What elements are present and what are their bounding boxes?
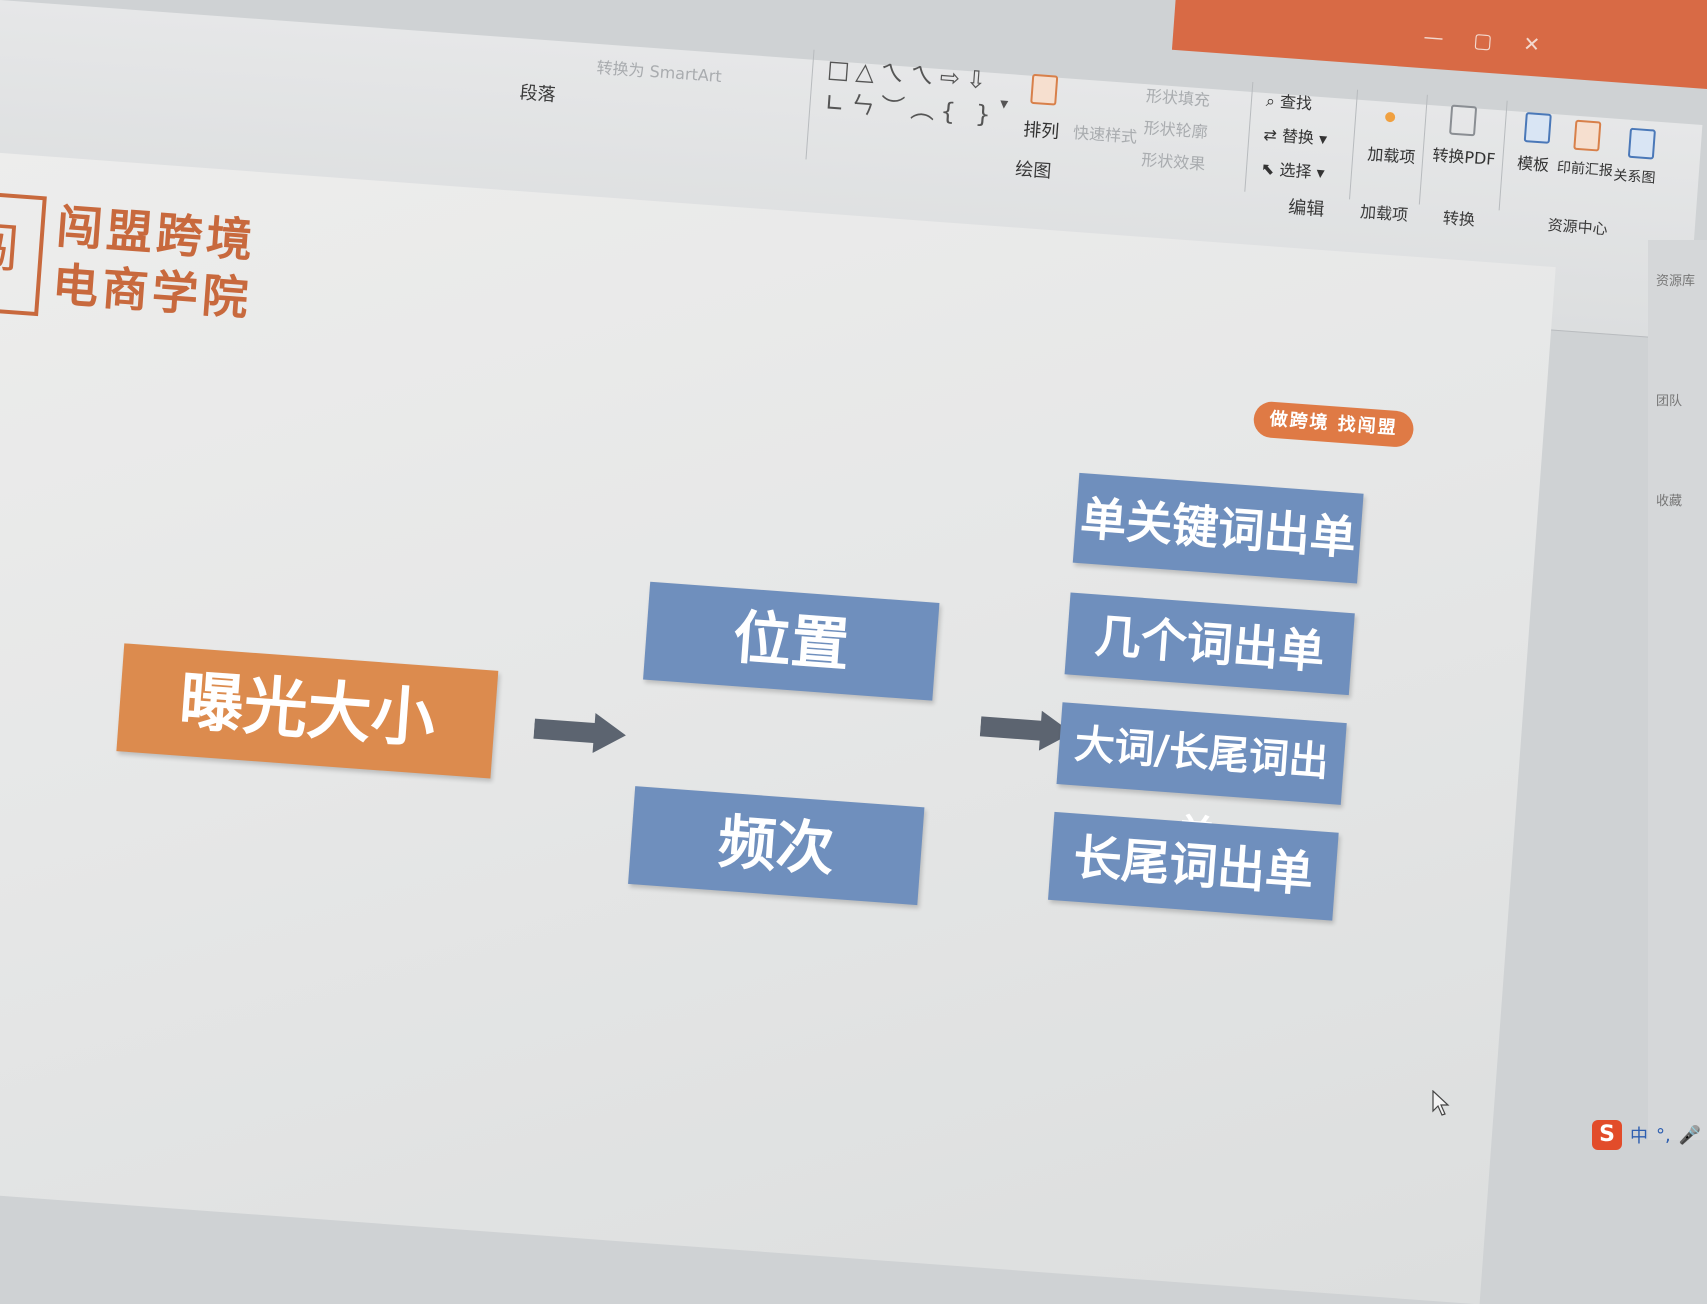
shape-fill-button[interactable]: 形状填充: [1145, 86, 1211, 110]
arrow-1-shape: [533, 713, 626, 753]
sogou-ime-icon[interactable]: S: [1592, 1120, 1622, 1150]
ribbon-separator: [1244, 81, 1254, 192]
print-report-button[interactable]: 印前汇报: [1556, 159, 1614, 180]
smartart-button[interactable]: 转换为 SmartArt: [595, 57, 723, 87]
cursor-shape: [1432, 1090, 1450, 1116]
arrange-button[interactable]: 排列: [1022, 119, 1060, 143]
replace-label: 替换: [1281, 126, 1315, 148]
gallery-scroll-icon[interactable]: ▾: [999, 93, 1009, 114]
close-icon[interactable]: ✕: [1522, 31, 1541, 57]
node-head-longtail-order[interactable]: 大词/长尾词出单: [1056, 702, 1347, 860]
shape-effects-button[interactable]: 形状效果: [1140, 150, 1206, 174]
quick-styles-button[interactable]: 快速样式: [1072, 122, 1138, 147]
convert-pdf-button[interactable]: 转换PDF: [1431, 145, 1497, 169]
arrow-1: [533, 713, 626, 753]
side-panel: 资源库 团队 收藏: [1648, 240, 1707, 1140]
side-team-button[interactable]: 团队: [1656, 394, 1683, 409]
addin-group-label: 加载项: [1359, 202, 1409, 225]
minimize-icon[interactable]: —: [1422, 24, 1445, 50]
arrow-2-shape: [979, 710, 1073, 751]
drawing-group-label: 绘图: [1014, 158, 1052, 183]
ime-mic-icon[interactable]: 🎤: [1678, 1124, 1702, 1146]
node-position[interactable]: 位置: [643, 581, 940, 701]
find-label: 查找: [1279, 92, 1313, 114]
replace-button[interactable]: ⇄ 替换 ▾: [1262, 124, 1328, 149]
ribbon-separator: [1418, 94, 1428, 205]
paragraph-group-label: 段落: [518, 82, 557, 106]
arrange-icon: [1030, 73, 1059, 106]
resource-center-label: 资源中心: [1547, 215, 1609, 239]
select-label: 选择: [1278, 160, 1313, 182]
template-button[interactable]: 模板: [1516, 153, 1550, 175]
brand-logo-text: 闯盟跨境 电商学院: [50, 197, 258, 327]
template-icon: [1523, 112, 1552, 144]
title-bar: — ▢ ✕: [1171, 0, 1707, 91]
ribbon-separator: [805, 49, 815, 160]
pdf-icon: [1449, 104, 1478, 137]
shape-outline-button[interactable]: 形状轮廓: [1143, 118, 1209, 142]
node-longtail-order[interactable]: 长尾词出单: [1048, 811, 1339, 921]
node-single-keyword-order[interactable]: 单关键词出单: [1072, 472, 1364, 584]
editing-group-label: 编辑: [1287, 196, 1325, 221]
ime-toolbar[interactable]: S 中 °, 🎤: [1592, 1118, 1707, 1152]
relation-diagram-button[interactable]: 关系图: [1612, 167, 1656, 187]
logo-seal: 闯: [0, 189, 47, 317]
mouse-cursor-icon: [1432, 1090, 1450, 1116]
ribbon-separator: [1349, 89, 1359, 200]
convert-group-label: 转换: [1442, 208, 1476, 230]
addin-button[interactable]: 加载项: [1366, 144, 1416, 168]
relation-diagram-icon: [1627, 127, 1656, 160]
node-frequency[interactable]: 频次: [628, 786, 925, 906]
select-button[interactable]: ⬉ 选择 ▾: [1260, 158, 1326, 183]
print-icon: [1573, 119, 1602, 152]
ribbon-separator: [1498, 100, 1508, 211]
node-several-keywords-order[interactable]: 几个词出单: [1064, 592, 1355, 696]
slide-canvas[interactable]: 闯 闯盟跨境 电商学院 做跨境 找闯盟 曝光大小 位置 频次 单关键词出单 几个…: [0, 150, 1556, 1304]
find-button[interactable]: ⌕ 查找: [1265, 91, 1313, 114]
side-favorites-button[interactable]: 收藏: [1656, 494, 1683, 509]
ime-punctuation-toggle[interactable]: °,: [1656, 1124, 1671, 1146]
ime-language-toggle[interactable]: 中: [1630, 1126, 1648, 1147]
side-resource-button[interactable]: 资源库: [1656, 274, 1696, 289]
restore-icon[interactable]: ▢: [1472, 27, 1494, 54]
arrow-2: [979, 710, 1073, 751]
addin-icon: [1384, 111, 1396, 123]
slogan-badge: 做跨境 找闯盟: [1252, 400, 1415, 449]
node-exposure[interactable]: 曝光大小: [116, 643, 499, 779]
